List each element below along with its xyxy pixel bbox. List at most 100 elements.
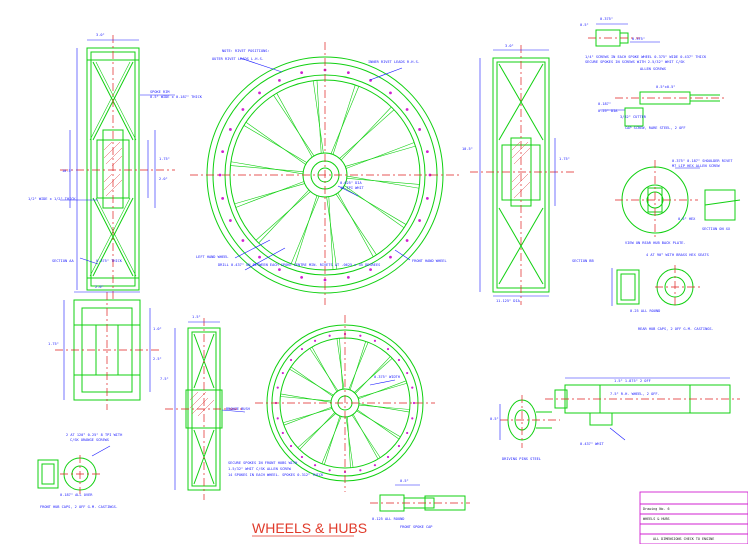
svg-text:0.125 ALL ROUND: 0.125 ALL ROUND [372, 517, 404, 521]
rivet-dot [241, 108, 245, 111]
spoke-line [356, 410, 401, 438]
svg-text:1.75": 1.75" [48, 342, 59, 346]
svg-text:0.187": 0.187" [598, 102, 611, 106]
rivet-dot [313, 464, 317, 467]
svg-text:0.625" DIA: 0.625" DIA [340, 181, 362, 185]
svg-text:0.437" WHIT: 0.437" WHIT [580, 442, 605, 446]
rivet-dot [411, 417, 414, 420]
spoke-line [321, 416, 342, 464]
spoke-line [309, 348, 339, 392]
bronze-bush-label: BRONZE BUSH [226, 407, 250, 411]
section-bb-label: SECTION BB [572, 259, 594, 263]
rivet-dot [389, 255, 392, 259]
rivet-dot [373, 339, 377, 342]
svg-text:0.5": 0.5" [490, 417, 499, 421]
rivet-dot [289, 444, 293, 448]
spoke-line [347, 416, 351, 468]
spoke-line [276, 93, 313, 158]
spoke-line [337, 192, 374, 257]
rivet-dot [300, 275, 304, 279]
spoke-line [294, 195, 318, 266]
svg-text:0.375" 0.187" SHOULDER RIVET: 0.375" 0.187" SHOULDER RIVET [672, 159, 733, 163]
svg-text:2.5": 2.5" [153, 357, 162, 361]
rivet-dot [218, 173, 222, 177]
rivet-positions-note: NOTE: RIVET POSITIONS: [222, 49, 270, 53]
rear-hub-caps-label: REAR HUB CAPS, 2 OFF G.M. CASTINGS. [638, 327, 714, 331]
svg-text:M7 LIP HEX ALLEN SCREW: M7 LIP HEX ALLEN SCREW [672, 164, 720, 168]
spoke-line [357, 409, 400, 440]
svg-text:11.125" DIA: 11.125" DIA [496, 299, 521, 303]
svg-text:C/SK ORANGE SCREWS: C/SK ORANGE SCREWS [70, 438, 109, 442]
svg-text:0.25" DIA: 0.25" DIA [598, 109, 618, 113]
spoke-line [289, 368, 334, 396]
rivet-dot [328, 334, 331, 337]
spoke-line [358, 404, 410, 410]
spoke-line [230, 161, 304, 175]
rivet-dot [369, 268, 372, 272]
spoke-line [358, 403, 410, 413]
inner-rivet-note: INNER RIVET LEADS R.H.S. [368, 60, 420, 64]
svg-text:2.0": 2.0" [159, 177, 168, 181]
rivet-dot [228, 128, 232, 131]
svg-text:0.5": 0.5" [400, 479, 409, 483]
section-aa-wheel-side-view: SPOKE RIM 0.5" WIDE x 0.187" THICK 1/2" … [28, 33, 203, 300]
svg-text:0.5": 0.5" [580, 23, 589, 27]
brass-hex-note: 4 AT 90° WITH BRASS HEX SEATS [646, 253, 709, 257]
rivet-dot [386, 347, 390, 351]
svg-text:CAP SCREW, RARE STEEL, 2 OFF: CAP SCREW, RARE STEEL, 2 OFF [625, 126, 686, 130]
rivet-dot [300, 347, 304, 351]
rivet-dot [373, 464, 377, 467]
spoke-line [351, 414, 381, 458]
spoke-line [312, 80, 324, 154]
spoke-line [354, 358, 393, 393]
driving-pins-label: DRIVING PINS STEEL [502, 457, 541, 461]
spoke-line [332, 84, 356, 155]
svg-text:1/2" WIDE x 1/2" THICK: 1/2" WIDE x 1/2" THICK [28, 197, 76, 201]
rivet-dot [278, 78, 281, 82]
rivet-dot [386, 455, 390, 459]
svg-text:0.5" HEX: 0.5" HEX [678, 217, 696, 221]
rivet-dot [418, 219, 422, 222]
front-wheel-side-view: 1.5" 7.5" BRONZE BUSH [160, 315, 250, 500]
spoke-line [339, 109, 395, 159]
rivet-dot [276, 386, 279, 389]
spoke-line [323, 415, 341, 465]
spoke-line [330, 86, 360, 154]
svg-text:1/4" SCREWS IN EACH SPOKE WHEE: 1/4" SCREWS IN EACH SPOKE WHEEL 0.375" W… [585, 55, 707, 59]
rivet-dot [241, 239, 245, 242]
spoke-line [344, 185, 405, 229]
spoke-line [290, 196, 320, 264]
svg-text:0.5" WIDE x 0.187" THICK: 0.5" WIDE x 0.187" THICK [150, 95, 203, 99]
spoke-note-2: 1-5/32" WHIT C/SK ALLEN SCREW [228, 467, 292, 471]
spoke-line [243, 125, 307, 163]
svg-text:7.5": 7.5" [160, 377, 169, 381]
spoke-line [355, 356, 391, 394]
rivet-dot [411, 386, 414, 389]
spoke-line [357, 382, 408, 398]
rivet-dot [228, 219, 232, 222]
title-block-note: ALL DIMENSIONS CHECK TO ENGINE [653, 537, 714, 541]
svg-text:2.0": 2.0" [95, 285, 104, 289]
svg-text:1.5" 1.875" 2 OFF: 1.5" 1.875" 2 OFF [614, 379, 651, 383]
spoke-line [311, 346, 338, 392]
rivet-dot [281, 371, 284, 375]
spoke-line [345, 145, 416, 167]
spoke-line [316, 80, 322, 154]
rivet-dot [406, 371, 409, 375]
title-block-name: WHEELS & HUBS [643, 517, 670, 521]
rivet-dot [289, 358, 293, 362]
svg-text:10.5": 10.5" [462, 147, 473, 151]
svg-text:0.25 ALL ROUND: 0.25 ALL ROUND [630, 309, 660, 313]
rear-hub-back-plate: 0.375" 0.187" SHOULDER RIVET M7 LIP HEX … [615, 159, 741, 245]
rear-hub-caps: 4 AT 90° WITH BRASS HEX SEATS 0.25 ALL R… [611, 253, 714, 331]
small-front-wheel-face: 0.375" WIDTH SECURE SPOKES IN FRONT HUBS… [228, 315, 435, 492]
bolt-and-pin-detail: 0.187" 0.25" DIA 0.5"x0.5" 3/32" CUTTER … [598, 85, 725, 130]
rivet-dot [313, 339, 317, 342]
front-spoke-cap-detail: 0.5" 0.125 ALL ROUND FRONT SPOKE CAP [370, 479, 470, 529]
svg-text:18 TPI WHIT: 18 TPI WHIT [340, 186, 365, 190]
svg-text:1.75": 1.75" [559, 157, 570, 161]
rivet-dot [418, 128, 422, 131]
rivet-dot [389, 91, 392, 95]
drill-note: DRILL 0.437" ON BETWEEN EACH SPOKE CENTR… [218, 263, 380, 267]
rivet-dot [300, 71, 304, 75]
